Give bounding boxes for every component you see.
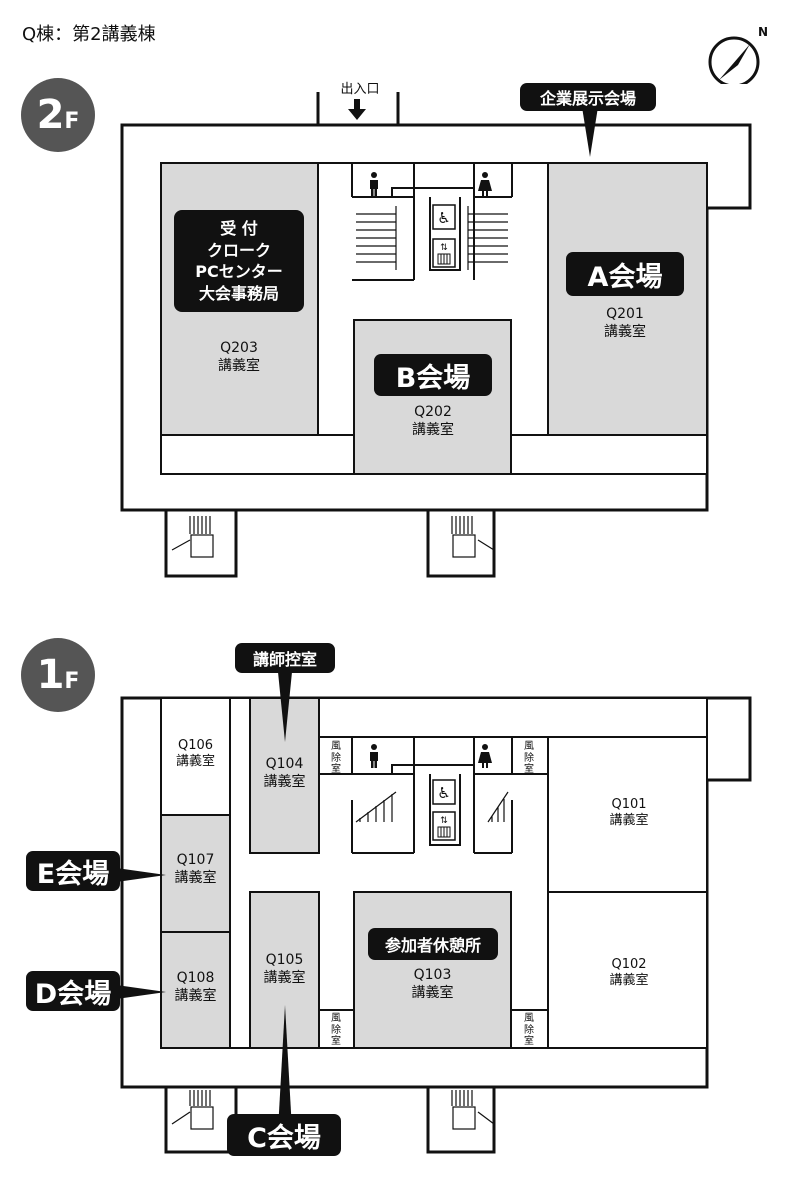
room-q201-label: Q201 講義室 [604,306,646,340]
elevator-icon: ⇅ [432,238,456,268]
room-q101-label: Q101 講義室 [609,797,649,829]
building-title: Q棟：第2講義棟 [22,24,156,45]
exhibition-pointer [582,107,598,157]
wheelchair-icon: ♿ [432,779,456,805]
venue-d-pointer [116,985,166,999]
svg-text:♿: ♿ [437,784,450,802]
wind-room-label: 風 除 室 [331,1013,341,1047]
room-q107 [160,814,231,933]
venue-a-tag: A会場 [566,252,684,296]
svg-text:⇅: ⇅ [440,243,448,253]
wind-room-label: 風 除 室 [524,1013,534,1047]
floor-2-number: 2 [36,92,65,138]
stairs-icon [356,206,508,270]
compass-icon: N [708,25,768,84]
room-q103-label: Q103 講義室 [411,967,454,1001]
wind-room-label: 風 除 室 [524,741,534,775]
instructor-room-pointer [278,672,292,742]
room-q108-label: Q108 講義室 [174,970,217,1004]
wind-room-label: 風 除 室 [331,741,341,775]
room-q106-label: Q106 講義室 [175,738,215,770]
arrow-down-icon [348,99,366,120]
stairs-icon [355,791,509,823]
wheelchair-icon: ♿ [432,204,456,230]
room-q202 [353,319,512,475]
venue-c-tag: C会場 [227,1114,341,1156]
room-q107-label: Q107 講義室 [174,852,217,886]
entrance-label: 出入口 [340,82,380,97]
room-q202-label: Q202 講義室 [412,404,454,438]
room-q104-label: Q104 講義室 [263,756,306,790]
venue-e-pointer [116,868,166,882]
floor-1-plan: ♿ ⇅ [116,672,752,1154]
exhibition-tag: 企業展示会場 [520,83,656,111]
venue-c-pointer [278,1005,292,1130]
room-q102-label: Q102 講義室 [609,957,649,989]
room-q105-label: Q105 講義室 [263,952,306,986]
room-q108 [160,931,231,1049]
instructor-room-tag: 講師控室 [235,643,335,673]
women-restroom-icon [478,172,492,196]
svg-text:♿: ♿ [437,209,450,227]
compass-north-label: N [758,25,768,39]
floor-1-number: 1 [36,652,65,698]
room-q203-label: Q203 講義室 [218,340,260,374]
venue-b-tag: B会場 [374,354,492,396]
men-restroom-icon [370,172,378,196]
elevator-icon: ⇅ [432,811,456,841]
venue-d-tag: D会場 [26,971,120,1011]
reception-tag: 受 付 クローク PCセンター 大会事務局 [174,210,304,313]
venue-e-tag: E会場 [26,851,120,891]
floor-1-suffix: F [64,669,80,694]
svg-text:⇅: ⇅ [440,816,448,826]
floor-2-plan: ♿ ⇅ [120,92,752,578]
room-q103 [353,891,512,1049]
floor-2-suffix: F [64,109,80,134]
men-restroom-icon [370,744,378,768]
women-restroom-icon [478,744,492,768]
room-q201 [547,162,708,436]
rest-area-tag: 参加者休憩所 [368,928,498,960]
